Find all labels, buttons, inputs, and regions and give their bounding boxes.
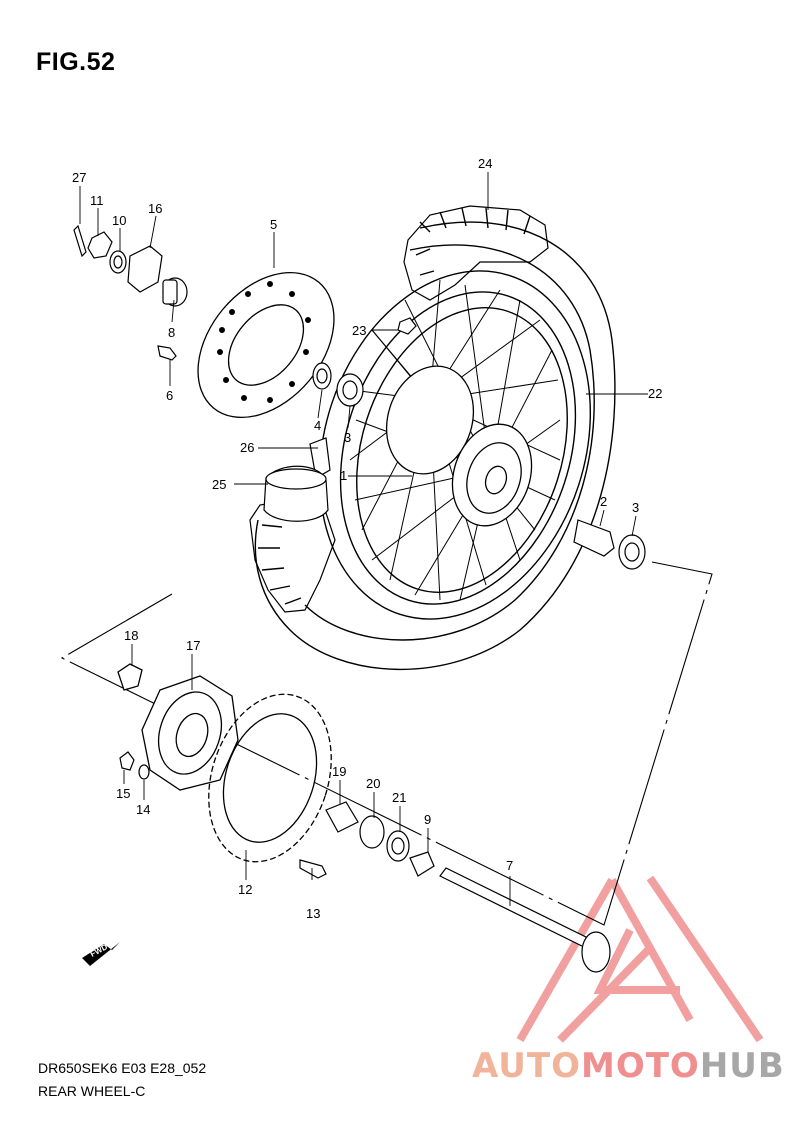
callout-27: 27 bbox=[72, 170, 86, 185]
callout-25: 25 bbox=[212, 477, 226, 492]
callout-3-upper: 3 bbox=[344, 430, 351, 445]
bearing-upper bbox=[312, 362, 364, 407]
fasteners bbox=[119, 751, 327, 879]
watermark-triangle bbox=[516, 875, 764, 1043]
callout-6: 6 bbox=[166, 388, 173, 403]
part-callouts: 27 11 10 16 5 24 23 8 6 4 3 26 1 25 22 2… bbox=[72, 156, 662, 921]
assembly-name: REAR WHEEL-C bbox=[38, 1083, 146, 1099]
callout-14: 14 bbox=[136, 802, 150, 817]
spacer-and-bearing-right bbox=[573, 519, 646, 570]
brake-disc bbox=[197, 271, 335, 419]
rear-sprocket bbox=[208, 693, 332, 863]
callout-5: 5 bbox=[270, 217, 277, 232]
callout-22: 22 bbox=[648, 386, 662, 401]
watermark-moto: MOTO bbox=[580, 1046, 700, 1086]
watermark-logo: AUTOMOTOHUB bbox=[472, 1046, 785, 1086]
callout-13: 13 bbox=[306, 906, 320, 921]
figure-title: FIG.52 bbox=[36, 48, 116, 76]
callout-26: 26 bbox=[240, 440, 254, 455]
callout-12: 12 bbox=[238, 882, 252, 897]
callout-2: 2 bbox=[600, 494, 607, 509]
callout-15: 15 bbox=[116, 786, 130, 801]
callout-21: 21 bbox=[392, 790, 406, 805]
rear-hub bbox=[385, 365, 533, 527]
callout-19: 19 bbox=[332, 764, 346, 779]
callout-4: 4 bbox=[314, 418, 321, 433]
callout-23: 23 bbox=[352, 323, 366, 338]
callout-16: 16 bbox=[148, 201, 162, 216]
tube-and-band bbox=[263, 437, 331, 522]
callout-17: 17 bbox=[186, 638, 200, 653]
callout-18: 18 bbox=[124, 628, 138, 643]
callout-24: 24 bbox=[478, 156, 492, 171]
callout-9: 9 bbox=[424, 812, 431, 827]
callout-11: 11 bbox=[90, 193, 104, 208]
axle-assembly bbox=[325, 801, 611, 973]
watermark-hub: HUB bbox=[699, 1046, 785, 1086]
tire-valve bbox=[397, 317, 417, 335]
model-code: DR650SEK6 E03 E28_052 bbox=[38, 1060, 207, 1076]
callout-3-right: 3 bbox=[632, 500, 639, 515]
callout-7: 7 bbox=[506, 858, 513, 873]
sprocket-mount bbox=[117, 663, 239, 791]
callout-20: 20 bbox=[366, 776, 380, 791]
forward-direction-arrow: FWD bbox=[82, 942, 120, 966]
callout-8: 8 bbox=[168, 325, 175, 340]
watermark-auto: AUTO bbox=[472, 1046, 581, 1086]
assembly-plane bbox=[60, 561, 713, 926]
leader-lines bbox=[79, 172, 648, 906]
callout-10: 10 bbox=[112, 213, 126, 228]
callout-1: 1 bbox=[340, 468, 347, 483]
